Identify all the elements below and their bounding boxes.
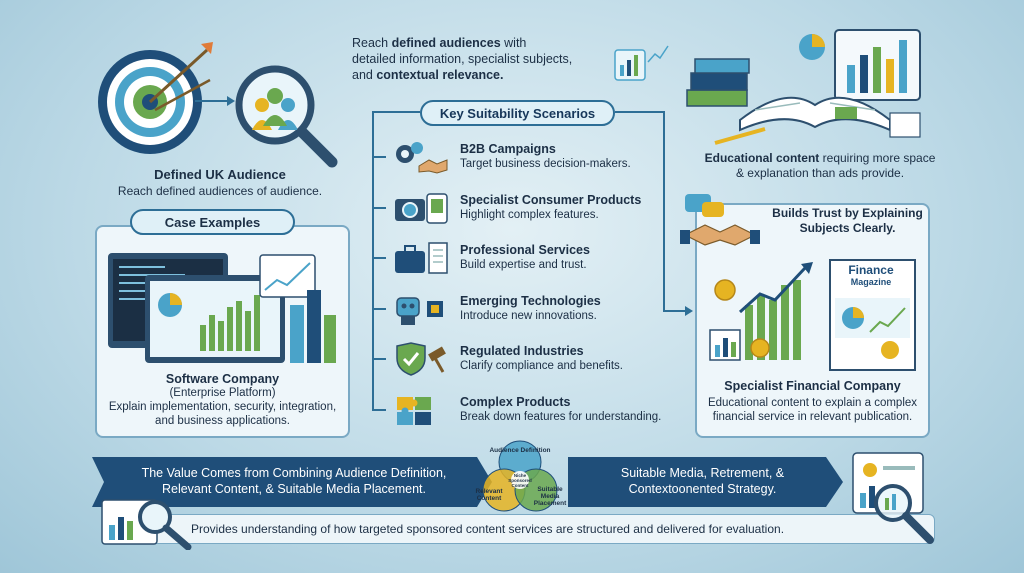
software-company-platform: (Enterprise Platform) [169,387,276,399]
scenario-item: B2B Campaigns Target business decision-m… [460,142,690,170]
software-company-title: Software Company [165,372,280,386]
intro-text: Reach defined audiences with detailed in… [352,36,573,82]
robot-chip-icon [393,292,449,326]
bottom-summary-text: Provides understanding of how targeted s… [191,522,785,536]
financial-company-title: Specialist Financial Company [724,379,901,393]
briefcase-document-icon [393,241,449,275]
connector-tick [372,257,386,259]
builds-trust-text: Builds Trust by Explaining Subjects Clea… [772,206,923,235]
audience-title: Defined UK Audience [154,167,286,182]
target-icon [98,42,213,154]
scenario-title: Specialist Consumer Products [460,192,642,207]
dashboard-magnifier-icon [101,499,192,550]
puzzle-icon [393,393,449,427]
scenario-item: Professional Services Build expertise an… [460,243,690,271]
financial-company-desc: Educational content to explain a complex… [707,397,918,423]
case-example-text: Software Company (Enterprise Platform) E… [105,372,340,428]
value-banner-right [568,457,843,507]
scenario-item: Specialist Consumer Products Highlight c… [460,193,690,221]
software-dashboard-illustration [108,253,336,363]
finance-magazine-illustration [709,259,916,371]
connector-tick [372,206,386,209]
venn-diagram [482,440,558,512]
scenario-title: Regulated Industries [460,344,584,358]
report-magnifier-icon [852,452,934,544]
scenario-desc: Build expertise and trust. [460,259,587,271]
books-laptop-icon [686,29,921,145]
case-examples-heading: Case Examples [130,209,295,235]
scenario-item: Complex Products Break down features for… [460,395,690,423]
scenario-desc: Highlight complex features. [460,208,599,221]
venn-content-label: Relevant Content [475,488,503,502]
chart-icon [614,45,669,81]
connector-line [372,111,420,113]
arrow-icon [663,306,693,316]
scenario-desc: Introduce new innovations. [460,309,597,322]
connector-line [615,111,665,113]
key-scenarios-heading: Key Suitability Scenarios [420,100,615,126]
scenario-desc: Break down features for understanding. [460,410,662,423]
connector-tick [372,307,386,310]
connector-line [663,111,665,311]
shield-gavel-icon [393,342,449,376]
venn-audience-label: Audience Definition [489,447,551,454]
scenario-desc: Clarify compliance and benefits. [460,360,623,372]
camera-tablet-icon [393,191,449,225]
finance-magazine-title: Finance Magazine [848,263,894,287]
venn-media-label: Suitable Media Placement [533,486,567,507]
scenario-title: Emerging Technologies [460,293,601,308]
audience-magnifier-icon [235,65,338,168]
gears-handshake-icon [393,140,449,174]
connector-line [372,111,374,411]
scenario-title: Complex Products [460,394,571,409]
scenario-desc: Target business decision-makers. [460,158,631,170]
value-banner-text: The Value Comes from Combining Audience … [141,466,447,496]
educational-content-text: Educational content requiring more space… [704,151,936,180]
strategy-banner-text: Suitable Media, Retrement, & Contextoone… [620,466,785,496]
connector-tick [372,408,386,411]
handshake-speech-icon [680,194,760,246]
bottom-summary-bar: Provides understanding of how targeted s… [105,514,935,544]
software-company-desc: Explain implementation, security, integr… [108,401,337,427]
scenario-item: Regulated Industries Clarify compliance … [460,344,690,372]
value-banner-left [92,457,492,507]
audience-subtitle: Reach defined audiences of audience. [117,184,323,198]
scenario-item: Emerging Technologies Introduce new inno… [460,294,690,322]
scenario-title: Professional Services [460,243,590,257]
arrow-icon [195,96,235,106]
scenario-title: B2B Campaigns [460,142,556,156]
venn-center-label: Niche Sponsored Content [508,473,532,488]
connector-tick [372,156,386,158]
connector-tick [372,358,386,360]
